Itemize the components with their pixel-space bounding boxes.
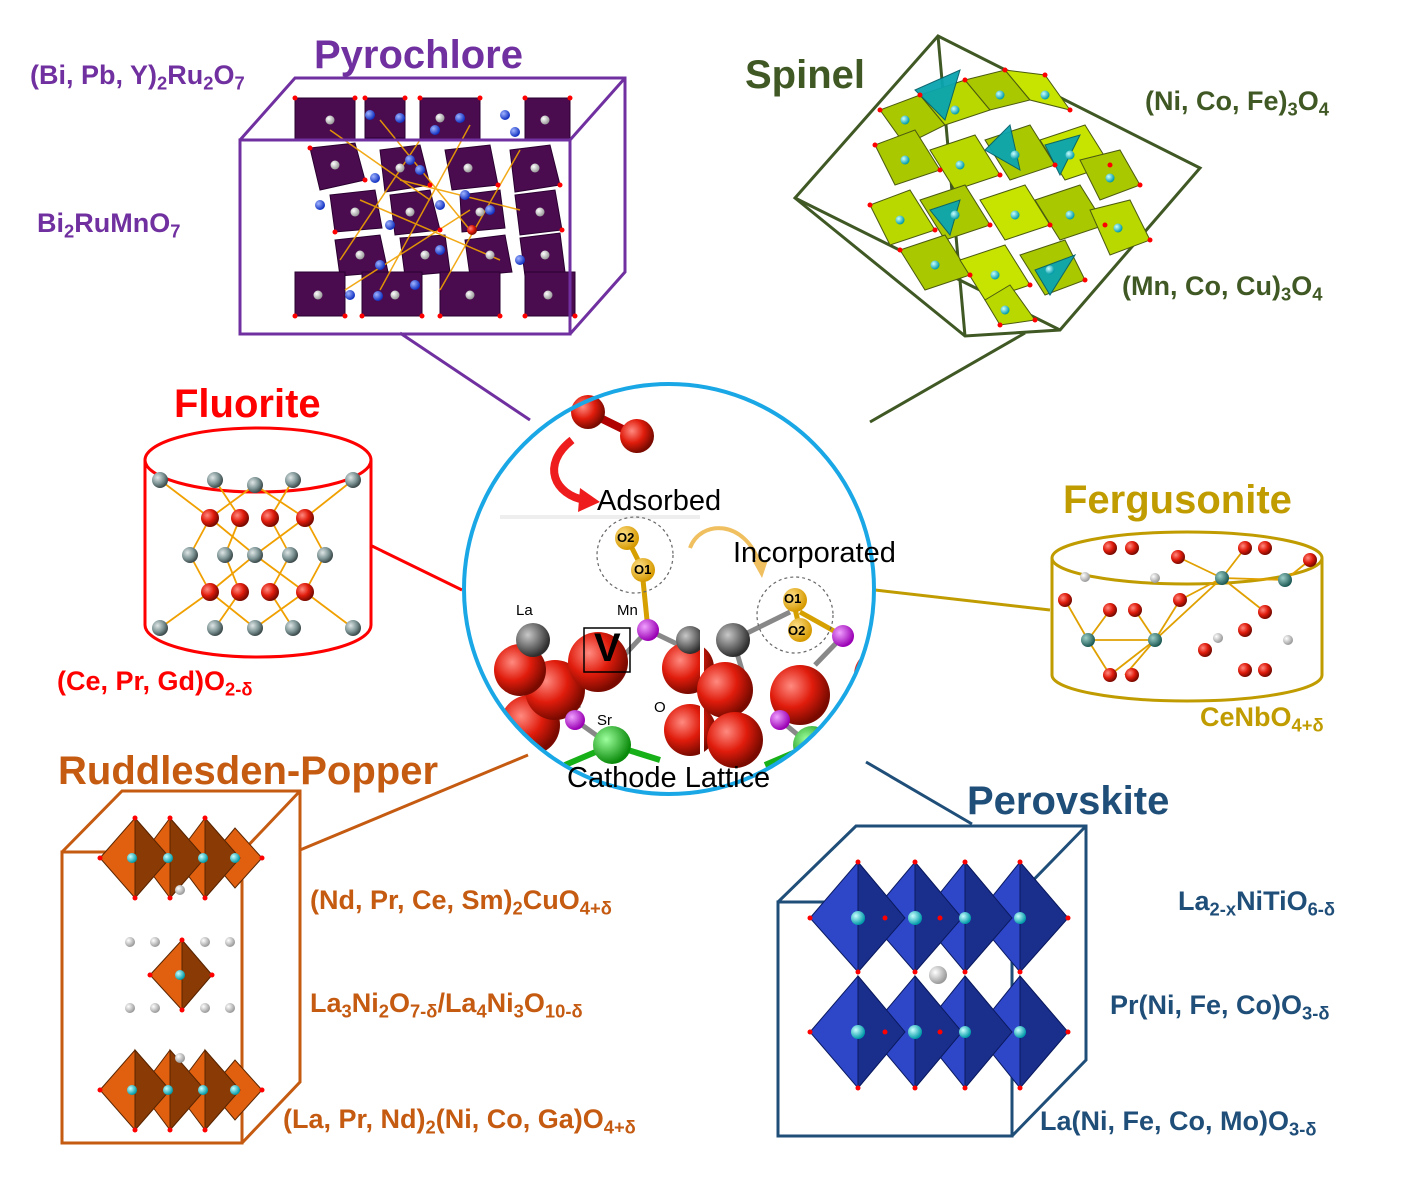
o2-incorporated-label: O2 (788, 623, 806, 638)
ruddlesden-popper-formula-2: La3Ni2O7-δ/La4Ni3O10-δ (310, 988, 583, 1022)
spinel-formula-2: (Mn, Co, Cu)3O4 (1122, 271, 1323, 305)
fergusonite-connector (874, 588, 1051, 612)
perovskite-formula-1: La2-xNiTiO6-δ (1178, 886, 1336, 920)
o1-incorporated-label: O1 (784, 591, 802, 606)
pyrochlore-title: Pyrochlore (314, 33, 523, 77)
ruddlesden-popper-connector (299, 753, 529, 852)
fergusonite-structure (1050, 530, 1324, 703)
pyrochlore-formula-1: (Bi, Pb, Y)2Ru2O7 (30, 60, 245, 94)
ruddlesden-popper-formula-3: (La, Pr, Nd)2(Ni, Co, Ga)O4+δ (283, 1104, 636, 1138)
ruddlesden-popper-structure (60, 789, 302, 1145)
fergusonite-title: Fergusonite (1063, 478, 1292, 522)
o1-atom-label: O1 (634, 562, 652, 577)
mn-atom-label: Mn (617, 602, 638, 619)
spinel-title: Spinel (745, 53, 866, 97)
perovskite-connector (865, 760, 973, 826)
adsorption-arrowhead (578, 488, 600, 512)
fluorite-title: Fluorite (174, 382, 321, 426)
perovskite-structure (776, 824, 1088, 1138)
ruddlesden-popper-formula-1: (Nd, Pr, Ce, Sm)2CuO4+δ (310, 885, 612, 919)
adsorbed-label: Adsorbed (597, 485, 722, 517)
vacancy-label: V (594, 626, 621, 670)
ruddlesden-popper-title: Ruddlesden-Popper (58, 749, 439, 793)
incorporated-label: Incorporated (733, 537, 896, 569)
fergusonite-formula: CeNbO4+δ (1200, 702, 1324, 736)
spinel-structure (792, 34, 1203, 338)
pyrochlore-structure (238, 76, 627, 336)
la-atom-label: La (516, 602, 533, 619)
pyrochlore-formula-2: Bi2RuMnO7 (37, 208, 181, 242)
o2-atom-label: O2 (617, 530, 635, 545)
sr-atom-label: Sr (597, 712, 612, 729)
fluorite-formula: (Ce, Pr, Gd)O2-δ (57, 666, 253, 700)
pyrochlore-connector (399, 331, 531, 422)
o-atom-label: O (654, 699, 666, 716)
incorporation-arrow (688, 526, 762, 566)
oxygen-molecule (571, 395, 654, 453)
cathode-lattice-label: Cathode Lattice (567, 762, 771, 794)
spinel-formula-1: (Ni, Co, Fe)3O4 (1145, 86, 1329, 120)
cathode-lattice-circle (462, 382, 876, 796)
perovskite-formula-2: Pr(Ni, Fe, Co)O3-δ (1110, 990, 1330, 1024)
fluorite-connector (371, 544, 463, 592)
fluorite-structure (143, 426, 373, 659)
perovskite-title: Perovskite (967, 779, 1170, 823)
spinel-connector (869, 331, 1026, 424)
adsorption-arrow (550, 436, 586, 504)
incorporation-arrowhead (752, 560, 768, 578)
perovskite-formula-3: La(Ni, Fe, Co, Mo)O3-δ (1040, 1106, 1317, 1140)
